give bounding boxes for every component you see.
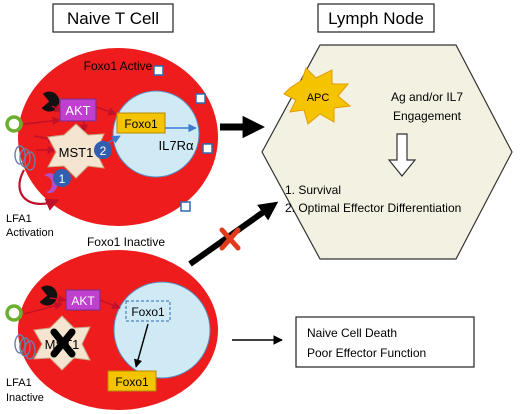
apc-label: APC — [307, 92, 330, 104]
badge-2-label: 2 — [100, 144, 107, 158]
foxo1-nuclear-label: Foxo1 — [131, 305, 165, 319]
foxo1-box-nuclear — [125, 300, 171, 322]
mst1-blocked-x-icon — [50, 328, 76, 358]
il7r-label: IL7Rα — [159, 138, 194, 153]
lymph-node-title: Lymph Node — [328, 9, 424, 28]
akt-inactive-label: AKT — [71, 294, 95, 308]
naive-t-cell-title: Naive T Cell — [67, 9, 159, 28]
badge-2 — [94, 141, 112, 159]
lfa1-inactive-label-2: Inactive — [6, 392, 44, 404]
lfa1-activation-label: LFA1 — [6, 213, 32, 225]
down-arrow-icon — [387, 133, 417, 177]
bottom-cell: Foxo1 Inactive AKT MST1 Foxo1 — [5, 235, 218, 410]
lfa1-coil-icon — [14, 334, 36, 360]
outcome-differentiation: 2. Optimal Effector Differentiation — [285, 201, 461, 215]
receptor-square-icon — [195, 93, 206, 104]
foxo1-box-cytoplasm — [107, 370, 157, 392]
mst1-star — [47, 123, 105, 179]
foxo1-active-box-label: Foxo1 — [124, 117, 158, 131]
poor-effector-function-label: Poor Effector Function — [307, 346, 426, 360]
foxo1-active-label: Foxo1 Active — [84, 59, 153, 73]
lymph-node-header: Lymph Node — [317, 3, 435, 33]
badge-1-label: 1 — [59, 172, 66, 186]
naive-cell-death-label: Naive Cell Death — [307, 326, 397, 340]
foxo1-cytoplasm-label: Foxo1 — [115, 375, 149, 389]
lfa1-activation-arrow — [18, 169, 60, 211]
engagement-line-2: Engagement — [393, 109, 462, 123]
receptor-square-icon — [153, 65, 164, 76]
badge-1 — [53, 169, 71, 187]
receptor-square-icon — [180, 201, 191, 212]
block-x-icon — [219, 227, 241, 251]
il7-ligand-icon — [5, 304, 23, 322]
receptor-ligand-icon — [39, 285, 58, 306]
lfa1-coil-icon — [14, 145, 36, 171]
lfa1-activation-label-2: Activation — [6, 227, 54, 239]
akt-box — [59, 98, 97, 122]
naive-t-cell-header: Naive T Cell — [52, 3, 174, 33]
foxo1-export-arrow — [133, 323, 149, 368]
top-cell: Foxo1 Active AKT MST — [5, 48, 218, 226]
lfa1-inactive-label: LFA1 — [6, 377, 32, 389]
akt-box-inactive — [65, 289, 101, 311]
nucleus-active — [112, 90, 200, 178]
nucleus-inactive — [113, 281, 211, 379]
mst1-label: MST1 — [59, 145, 94, 160]
akt-label: AKT — [65, 103, 90, 118]
lymph-node-hexagon: APC Ag and/or IL7 Engagement 1. Survival… — [261, 44, 513, 260]
apc-burst-icon — [283, 67, 352, 125]
engagement-line-1: Ag and/or IL7 — [391, 90, 463, 104]
foxo1-box-active — [116, 112, 166, 134]
outcome-survival: 1. Survival — [285, 183, 341, 197]
outcome-box: Naive Cell Death Poor Effector Function — [295, 316, 475, 368]
foxo1-inactive-label: Foxo1 Inactive — [87, 235, 165, 249]
receptor-square-icon — [202, 143, 213, 154]
il7-ligand-icon — [5, 115, 23, 133]
